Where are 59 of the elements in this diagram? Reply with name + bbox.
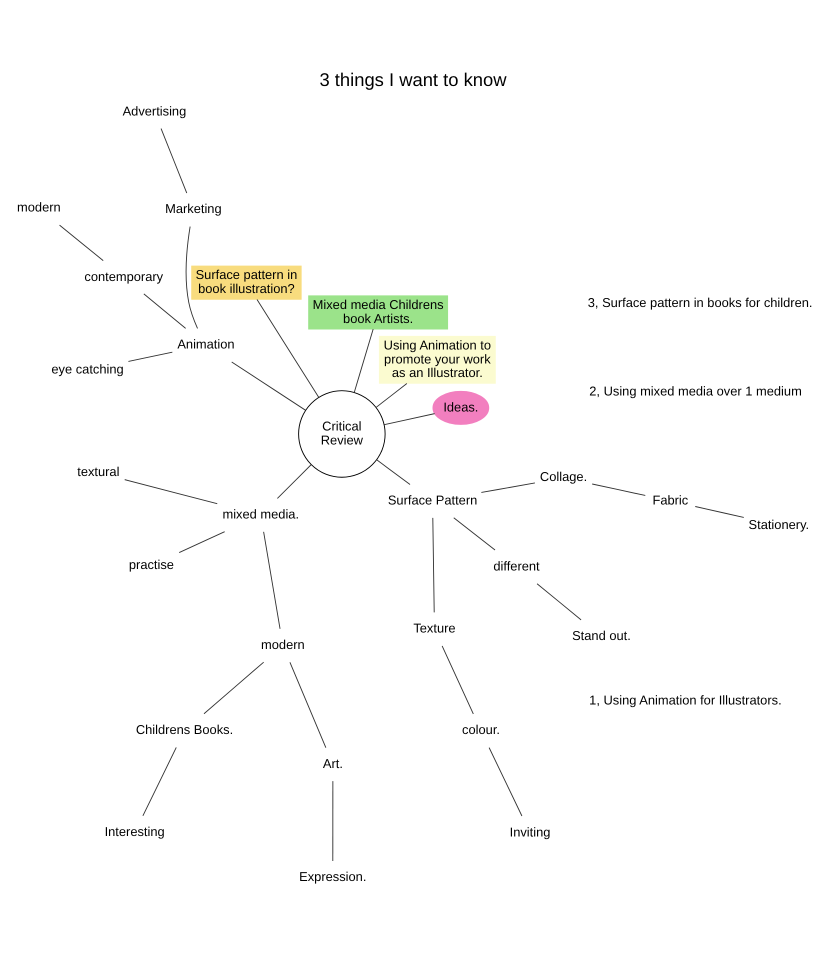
node-text: Stand out. [572, 628, 631, 642]
node-text: colour. [462, 722, 500, 737]
node-text: Collage. [540, 468, 588, 484]
node-text: Inviting [510, 824, 550, 839]
node-text: mixed media. [222, 506, 300, 521]
connector [332, 780, 334, 861]
connector [59, 224, 104, 261]
label: 2, Using mixed media over 1 medium [589, 382, 802, 398]
node-text: textural [77, 464, 120, 479]
node-box: Surface pattern in book illustration? [191, 265, 302, 300]
diagram-title: 3 things I want to know [319, 68, 507, 90]
connector [592, 483, 646, 496]
node-ellipse: Ideas. [432, 390, 490, 424]
node-box: Using Animation to promote your work as an Illustrator. [378, 335, 496, 384]
node-text: Surface Pattern [388, 492, 478, 508]
node-text: eye catching [51, 360, 124, 376]
connector [142, 746, 177, 816]
connector [124, 478, 218, 504]
connector [432, 516, 435, 612]
connector [376, 458, 410, 484]
connector [263, 530, 280, 629]
connector [384, 412, 436, 425]
connector [480, 482, 536, 492]
connector [231, 361, 306, 410]
label: 1, Using Animation for Illustrators. [589, 692, 782, 708]
node-text: modern [17, 199, 61, 214]
node-box: Mixed media Childrens book Artists. [308, 294, 448, 329]
node-text: contemporary [84, 268, 164, 284]
node-text: modern [261, 636, 305, 652]
connector [536, 582, 582, 620]
node-text: Animation [177, 336, 235, 352]
connector [488, 746, 522, 816]
node-text: practise [128, 556, 174, 572]
node-text: Childrens Books. [136, 722, 234, 737]
connector [453, 516, 496, 550]
node-circle: Critical Review [298, 390, 386, 478]
node-text: Marketing [165, 200, 222, 216]
connector [143, 292, 186, 328]
connector [160, 128, 188, 194]
connector [442, 644, 474, 714]
node-text: different [493, 558, 540, 573]
connector [289, 661, 326, 748]
node-text: Expression. [299, 868, 366, 884]
connector [354, 328, 374, 392]
connector [376, 382, 408, 408]
node-text: Art. [322, 755, 343, 770]
connector [694, 506, 744, 518]
label: 3, Surface pattern in books for children. [588, 294, 813, 310]
node-text: Advertising [122, 102, 186, 118]
node-text: Fabric [652, 492, 688, 507]
node-text: Stationery. [748, 516, 810, 532]
connector [178, 530, 226, 553]
connector [128, 351, 173, 362]
node-text: Interesting [104, 824, 165, 839]
connector [256, 298, 320, 398]
connector [276, 464, 312, 498]
node-text: Texture [413, 620, 456, 636]
connector [204, 661, 264, 714]
connector [186, 226, 198, 328]
